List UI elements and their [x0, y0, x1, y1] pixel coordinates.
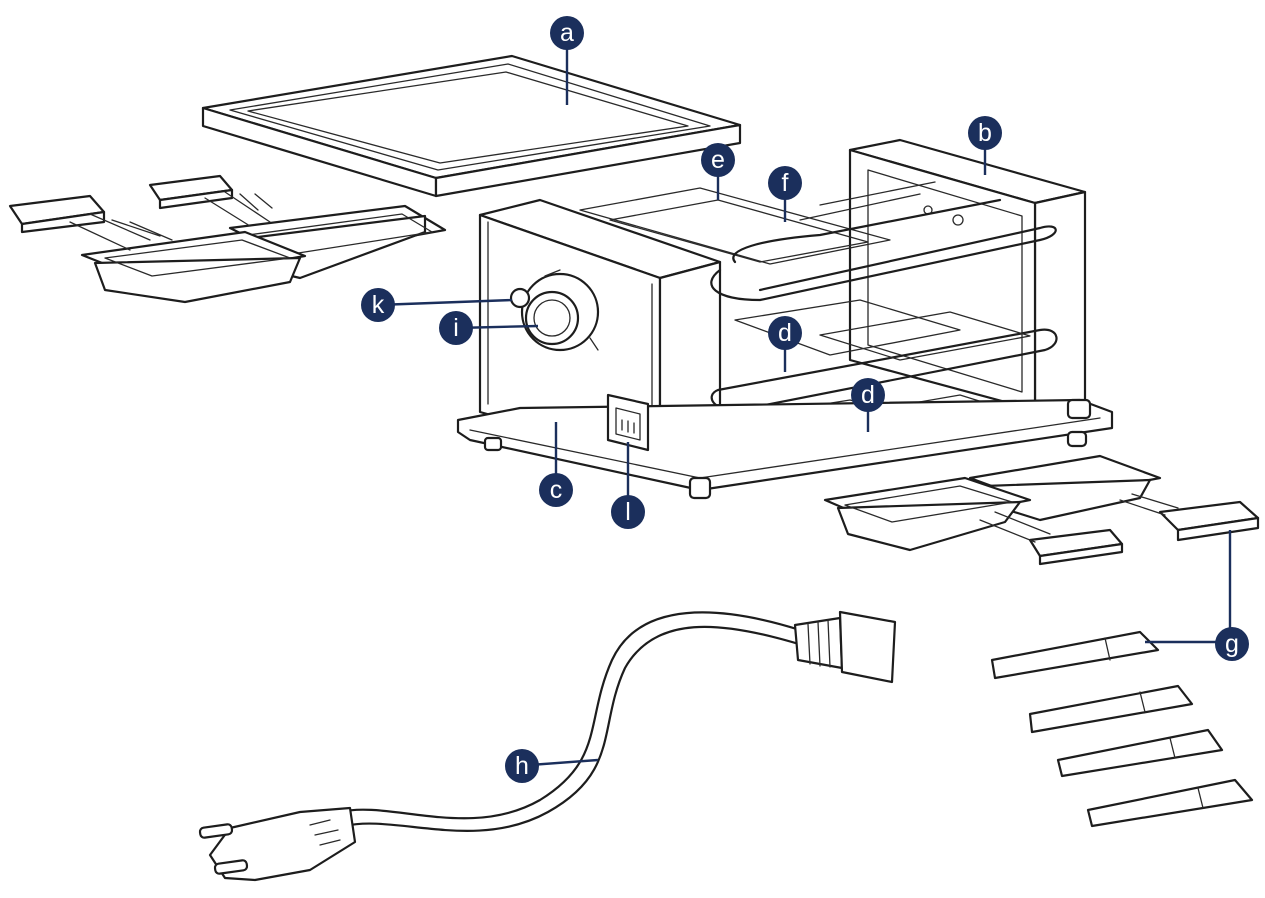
- badge-b-label: b: [978, 119, 992, 147]
- right-raclette-pans: [823, 454, 1260, 566]
- badge-d-lower-label: d: [861, 381, 875, 409]
- badge-e: e: [701, 143, 735, 177]
- badge-b: b: [968, 116, 1002, 150]
- badge-g: g: [1215, 627, 1249, 661]
- thermostat-knob: [520, 269, 600, 352]
- badge-d-upper-label: d: [778, 319, 792, 347]
- badge-l: l: [611, 495, 645, 529]
- badge-d-lower: d: [851, 378, 885, 412]
- badge-i-label: i: [453, 314, 459, 342]
- badge-k-label: k: [372, 291, 385, 319]
- indicator-light: [509, 287, 531, 309]
- badge-e-label: e: [711, 146, 725, 174]
- power-cord: [198, 610, 897, 882]
- badge-f-label: f: [782, 169, 789, 197]
- badge-h: h: [505, 749, 539, 783]
- power-socket: [606, 393, 650, 452]
- badge-k: k: [361, 288, 395, 322]
- left-raclette-pans: [8, 174, 447, 304]
- badge-l-label: l: [625, 498, 631, 526]
- badge-a-label: a: [560, 19, 574, 47]
- badge-g-label: g: [1225, 630, 1239, 658]
- badge-a: a: [550, 16, 584, 50]
- badge-f: f: [768, 166, 802, 200]
- grill-plate: [201, 54, 742, 198]
- heating-rear-panel: [848, 138, 1087, 412]
- badge-c-label: c: [550, 476, 563, 504]
- badge-h-label: h: [515, 752, 529, 780]
- heating-element: [579, 181, 1057, 302]
- spatulas: [990, 630, 1254, 828]
- badge-i: i: [439, 311, 473, 345]
- badge-c: c: [539, 473, 573, 507]
- badge-d-upper: d: [768, 316, 802, 350]
